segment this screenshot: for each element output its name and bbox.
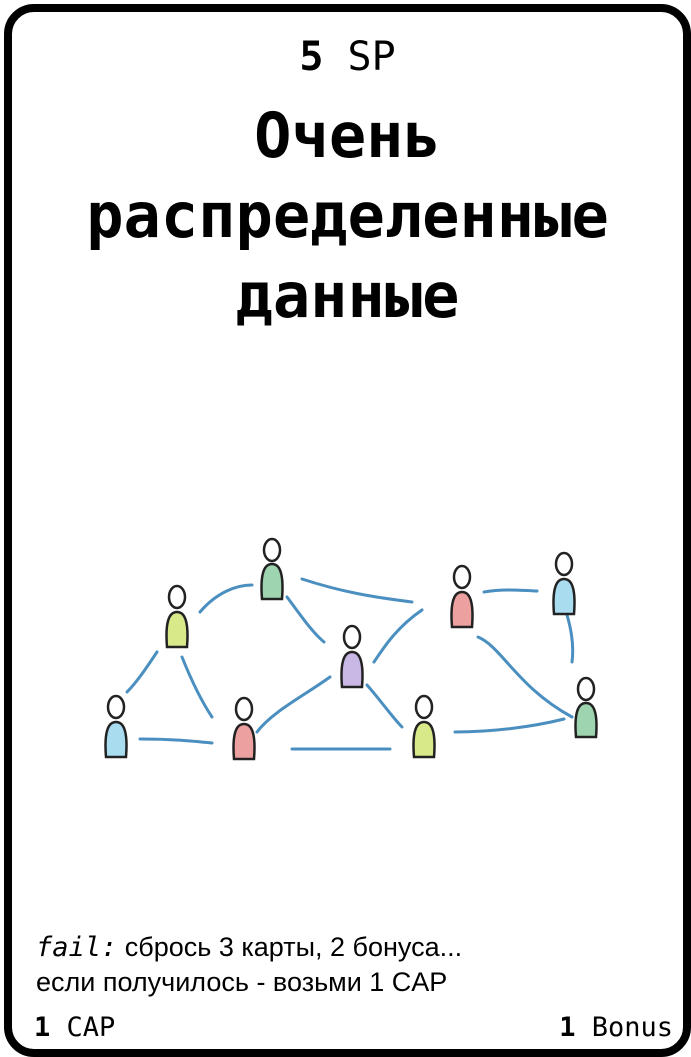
fail-rule-text: fail: сбрось 3 карты, 2 бонуса... если п… [36,930,656,999]
footer-bonus-value: 1 [559,1012,576,1043]
title-line-1: Очень [254,99,441,172]
footer-bonus: 1 Bonus [559,1012,673,1043]
footer-bonus-unit: Bonus [591,1012,673,1043]
title-line-2: распределенные [86,179,609,252]
cost-value: 5 [299,34,324,80]
people-network-icon [104,537,598,761]
fail-keyword: fail: [36,932,118,963]
card-title: Очень распределенные данные [12,96,683,336]
footer-cap-unit: CAP [66,1012,116,1043]
game-card: 5 SP Очень распределенные данные [4,4,691,1057]
fail-line-1-rest: сбрось 3 карты, 2 бонуса... [117,932,463,962]
card-cost: 5 SP [12,34,683,80]
card-footer: 1 CAP 1 Bonus [34,1012,673,1043]
footer-cap: 1 CAP [34,1012,115,1043]
title-line-3: данные [235,259,460,332]
cost-unit: SP [347,34,396,80]
footer-cap-value: 1 [34,1012,51,1043]
fail-line-2: если получилось - возьми 1 CAP [36,967,448,997]
fail-line-1: fail: сбрось 3 карты, 2 бонуса... [36,930,656,965]
